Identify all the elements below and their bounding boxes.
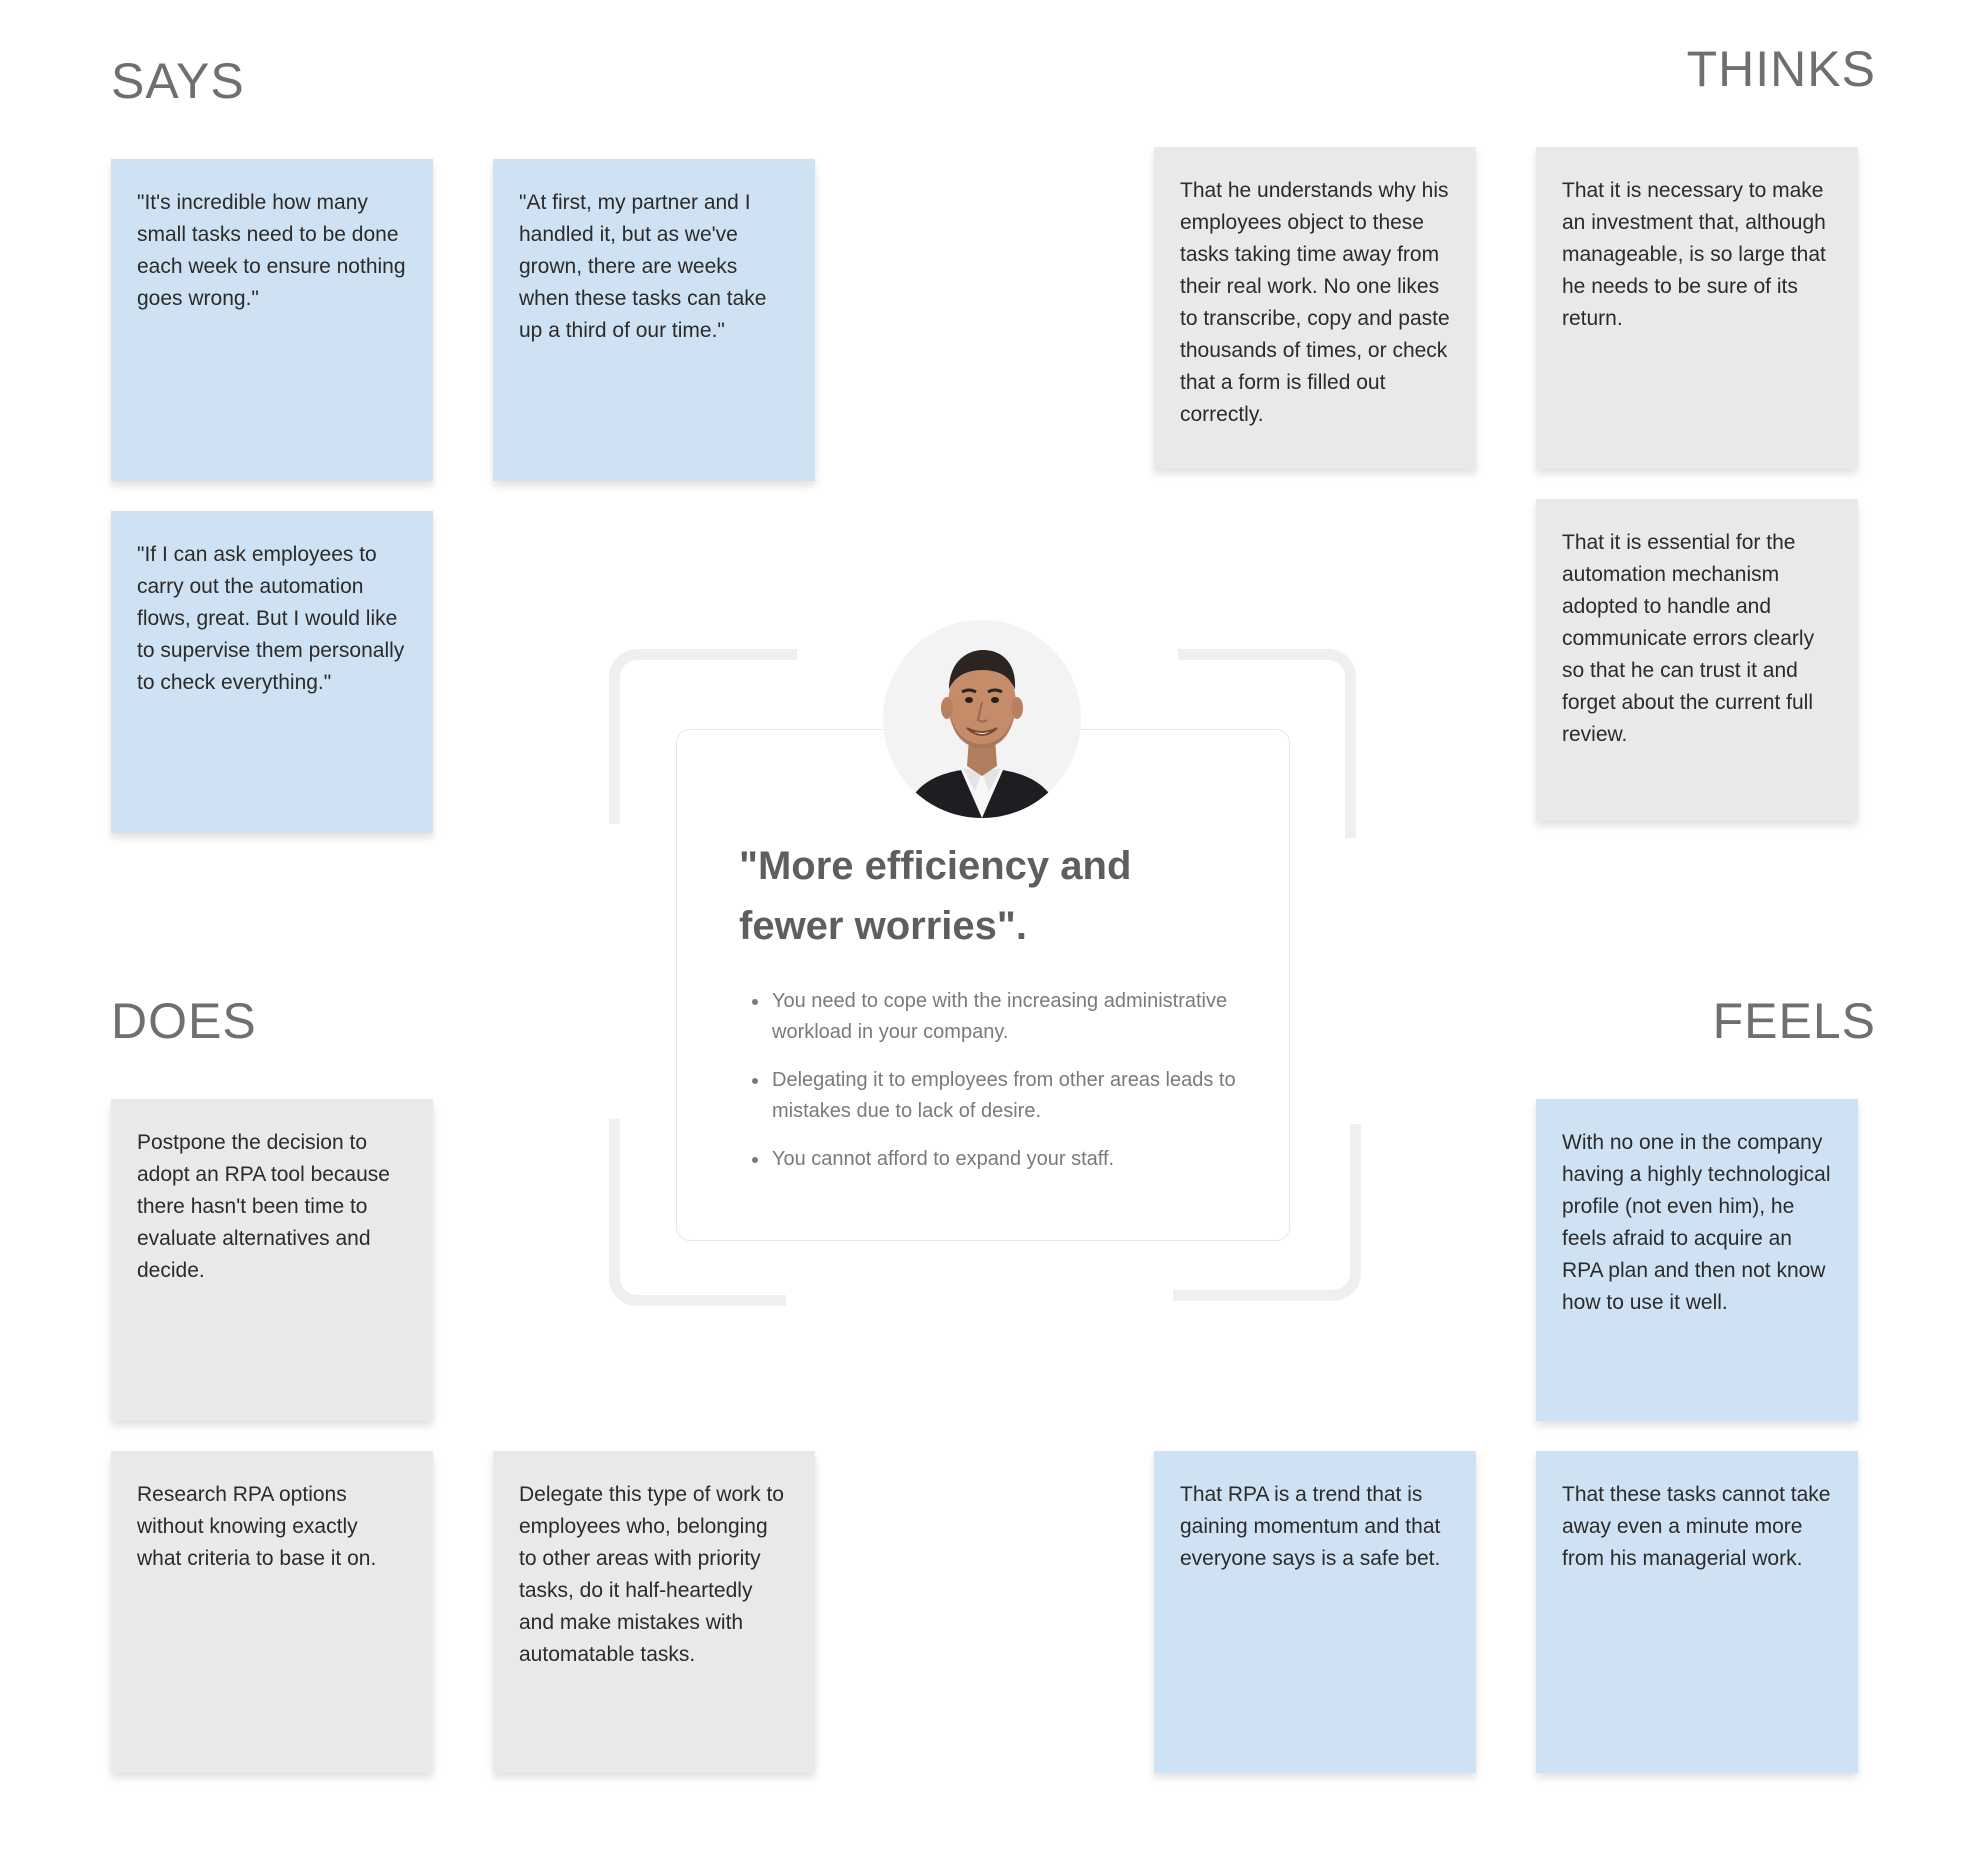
feels-note: That RPA is a trend that is gaining mome…: [1154, 1451, 1476, 1773]
feels-note: That these tasks cannot take away even a…: [1536, 1451, 1858, 1773]
says-title: SAYS: [111, 53, 245, 109]
does-note: Postpone the decision to adopt an RPA to…: [111, 1099, 433, 1421]
persona-avatar: [883, 620, 1081, 818]
thinks-note: That he understands why his employees ob…: [1154, 147, 1476, 469]
persona-bullet-list: You need to cope with the increasing adm…: [752, 986, 1250, 1192]
says-note: "At first, my partner and I handled it, …: [493, 159, 815, 481]
does-note: Research RPA options without knowing exa…: [111, 1451, 433, 1773]
does-note: Delegate this type of work to employees …: [493, 1451, 815, 1773]
frame-corner-top-left: [609, 649, 797, 824]
says-note: "It's incredible how many small tasks ne…: [111, 159, 433, 481]
thinks-note: That it is essential for the automation …: [1536, 499, 1858, 821]
frame-corner-top-right: [1178, 649, 1356, 838]
feels-title: FEELS: [1712, 993, 1876, 1049]
person-portrait-icon: [883, 620, 1081, 818]
frame-corner-bottom-left: [609, 1119, 786, 1306]
persona-bullet: You cannot afford to expand your staff.: [770, 1144, 1250, 1175]
persona-bullet: Delegating it to employees from other ar…: [770, 1065, 1250, 1127]
persona-bullet: You need to cope with the increasing adm…: [770, 986, 1250, 1048]
thinks-title: THINKS: [1686, 41, 1876, 97]
persona-quote: "More efficiency and fewer worries".: [739, 844, 1132, 948]
thinks-note: That it is necessary to make an investme…: [1536, 147, 1858, 469]
does-title: DOES: [111, 993, 257, 1049]
says-note: "If I can ask employees to carry out the…: [111, 511, 433, 833]
frame-corner-bottom-right: [1173, 1124, 1361, 1301]
feels-note: With no one in the company having a high…: [1536, 1099, 1858, 1421]
